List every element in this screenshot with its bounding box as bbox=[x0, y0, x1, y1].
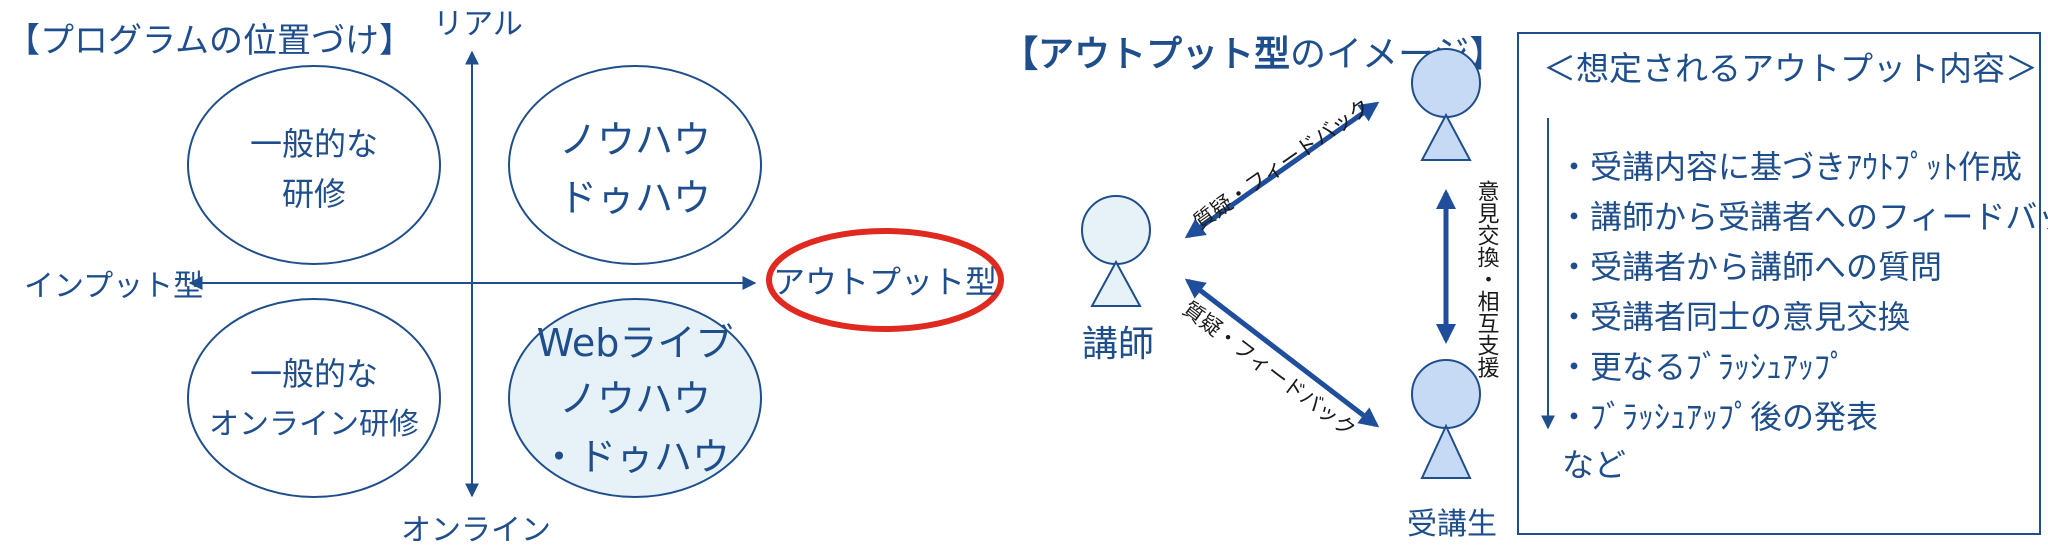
quadrant-general-training bbox=[187, 65, 441, 265]
quadrant-tl-line2: 研修 bbox=[282, 175, 346, 213]
student-top-head bbox=[1411, 48, 1481, 118]
output-item: ・ﾌﾞﾗｯｼｭｱｯﾌﾟ後の発表 bbox=[1558, 398, 1878, 436]
quadrant-br-line1: Webライブ bbox=[537, 321, 734, 365]
lecturer-body bbox=[1090, 259, 1142, 307]
upper-feedback-arrow bbox=[1184, 101, 1380, 239]
output-item: ・更なるﾌﾞﾗｯｼｭｱｯﾌﾟ bbox=[1558, 348, 1846, 386]
positioning-title: 【プログラムの位置づけ】 bbox=[6, 21, 413, 61]
quadrant-online-training bbox=[187, 298, 441, 498]
output-item: ・講師から受講者へのフィードバック bbox=[1558, 198, 2048, 236]
student-top-body bbox=[1420, 112, 1472, 161]
quadrant-br-line2: ノウハウ bbox=[559, 377, 711, 421]
axis-label-input-type: インプット型 bbox=[24, 269, 203, 304]
student-label: 受講生 bbox=[1407, 507, 1497, 542]
quadrant-knowhow bbox=[508, 65, 762, 265]
axis-label-real: リアル bbox=[433, 7, 523, 42]
quadrant-tr-line2: ドゥハウ bbox=[559, 176, 711, 220]
output-content-header: ＜想定されるアウトプット内容＞ bbox=[1543, 49, 2038, 88]
output-image-title-bold: 【アウトプット型 bbox=[1002, 34, 1290, 75]
upper-arrow-label: 質疑・フィードバック bbox=[1189, 94, 1374, 234]
output-item: ・受講者から講師への質問 bbox=[1558, 248, 1942, 286]
quadrant-bl-line2: オンライン研修 bbox=[209, 407, 419, 442]
output-item: ・受講者同士の意見交換 bbox=[1558, 298, 1910, 336]
quadrant-br-line3: ・ドゥハウ bbox=[540, 435, 730, 479]
lower-feedback-arrow bbox=[1184, 278, 1380, 428]
quadrant-bl-line1: 一般的な bbox=[250, 355, 378, 393]
output-item: ・受講内容に基づきｱｳﾄﾌﾟｯﾄ作成 bbox=[1558, 148, 2022, 186]
lecturer-head bbox=[1081, 195, 1151, 265]
output-content-box bbox=[1517, 32, 2041, 535]
quadrant-web-live bbox=[508, 298, 762, 498]
lecturer-label: 講師 bbox=[1082, 324, 1154, 365]
quadrant-tr-line1: ノウハウ bbox=[559, 118, 711, 162]
axis-label-output-type: アウトプット型 bbox=[773, 263, 997, 301]
student-bottom-body bbox=[1420, 423, 1472, 479]
output-type-highlight-ring bbox=[766, 228, 1004, 332]
lower-arrow-label: 質疑・フィードバック bbox=[1178, 297, 1360, 442]
student-bottom-head bbox=[1411, 359, 1481, 429]
quadrant-tl-line1: 一般的な bbox=[250, 125, 378, 163]
axis-label-online: オンライン bbox=[401, 513, 551, 548]
vertical-arrow-label: 意見交換・相互支援 bbox=[1474, 180, 1500, 378]
output-footer: など bbox=[1562, 446, 1626, 484]
